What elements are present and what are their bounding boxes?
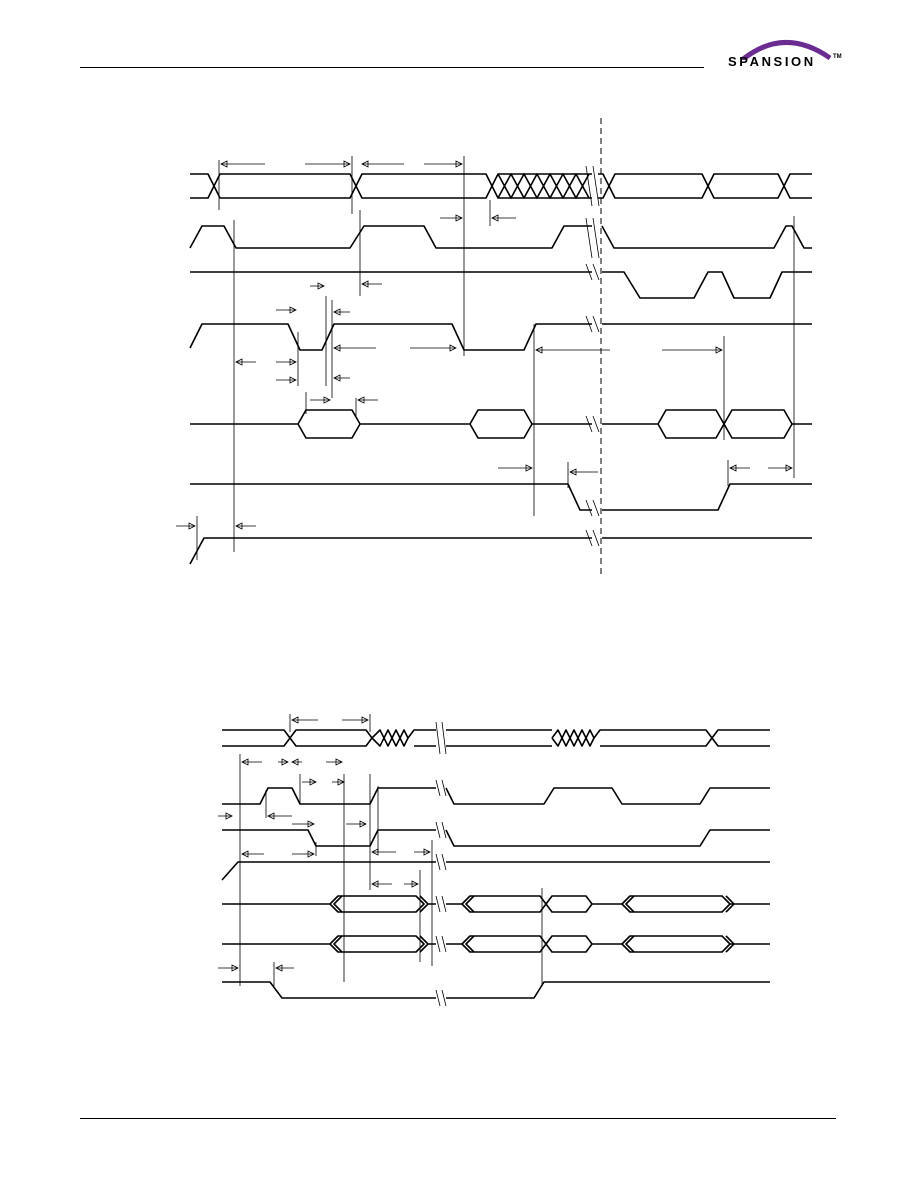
signal-g-waveform: [222, 981, 770, 999]
signal-4-waveform: [189, 323, 812, 351]
signal-6-waveform: [190, 483, 812, 511]
address-bus-waveform: [190, 173, 812, 199]
signal-d-waveform: [221, 861, 770, 881]
header-rule: [80, 67, 704, 68]
timing-reference-lines-bottom: [239, 714, 543, 986]
logo-text: SPANSION: [728, 54, 816, 69]
signal-7-waveform: [189, 537, 812, 565]
footer-rule: [80, 1118, 836, 1119]
signal-b-waveform: [222, 787, 770, 805]
signal-2-waveform: [189, 225, 812, 249]
data-out-waveform-1: [222, 895, 770, 913]
data-out-waveform-2: [222, 935, 770, 953]
break-marks-top: [585, 165, 600, 547]
signal-c-waveform: [222, 829, 770, 847]
address-bus-waveform-bottom: [222, 729, 770, 747]
break-marks-bottom: [435, 721, 447, 1007]
signal-3-waveform: [190, 271, 812, 299]
data-bus-waveform: [190, 409, 812, 439]
timing-arrows-bottom: [218, 716, 431, 972]
timing-reference-lines-top: [196, 156, 795, 560]
logo-trademark: TM: [833, 54, 842, 60]
spansion-logo: SPANSION TM: [722, 30, 842, 80]
timing-arrows-top: [176, 160, 793, 530]
logo-arc-icon: [740, 40, 832, 60]
